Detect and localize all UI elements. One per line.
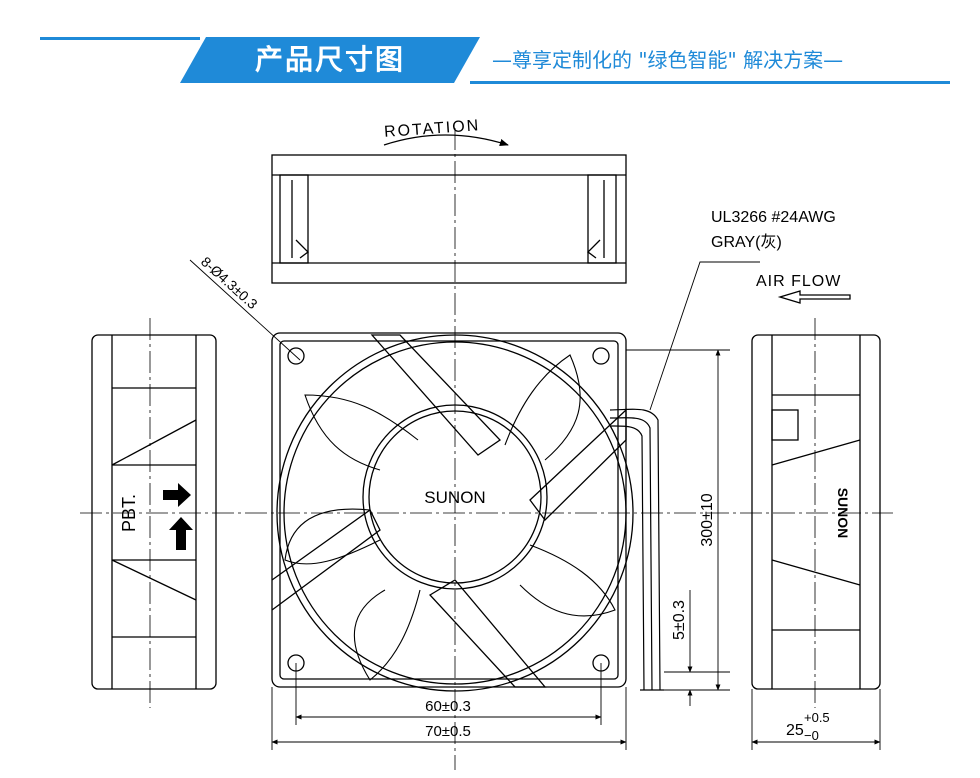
- dim-frame-width: 70±0.5: [425, 723, 471, 740]
- wire-color-label: GRAY(灰): [711, 233, 782, 251]
- airflow-arrow-icons: [163, 483, 193, 550]
- hole-spec-label: 8-Ø4.3±0.3: [198, 253, 261, 312]
- dim-thickness-lower: −0: [804, 728, 819, 743]
- dim-strip-length: 5±0.3: [671, 600, 688, 640]
- dim-thickness-base: 25: [786, 722, 804, 739]
- page-title: 产品尺寸图: [254, 43, 405, 76]
- dim-lead-length: 300±10: [699, 493, 716, 546]
- mounting-hole: [592, 347, 610, 365]
- hole-callout-leader: [189, 259, 301, 361]
- header-tab: [180, 37, 480, 83]
- rotation-label: ROTATION: [384, 117, 481, 141]
- fan-top-view: [271, 154, 627, 284]
- hub-brand-label: SUNON: [424, 488, 485, 507]
- front-marking-label: PBT.: [119, 494, 139, 532]
- fan-front-view: [271, 332, 634, 692]
- dim-hole-pitch: 60±0.3: [425, 698, 471, 715]
- page-header: 产品尺寸图 —尊享定制化的 "绿色智能" 解决方案—: [0, 0, 980, 100]
- dimension-lines: [271, 349, 881, 750]
- fan-blades: [284, 354, 616, 681]
- airflow-arrow: [777, 290, 851, 304]
- dim-thickness-upper: +0.5: [804, 710, 830, 725]
- page-subtitle: —尊享定制化的 "绿色智能" 解决方案—: [492, 48, 844, 72]
- mounting-hole: [287, 347, 305, 365]
- side-brand-label: SUNON: [835, 488, 851, 539]
- header-rule-right: [470, 81, 950, 84]
- header-rule-left: [40, 37, 200, 40]
- wire-callout-leader: [649, 261, 760, 411]
- lead-wires: [609, 408, 664, 691]
- wire-spec-label: UL3266 #24AWG: [711, 209, 836, 226]
- fan-side-view-left: [91, 334, 217, 690]
- fan-side-view-right: [751, 334, 881, 690]
- airflow-label: AIR FLOW: [756, 273, 841, 290]
- rotation-arrow: [383, 134, 509, 146]
